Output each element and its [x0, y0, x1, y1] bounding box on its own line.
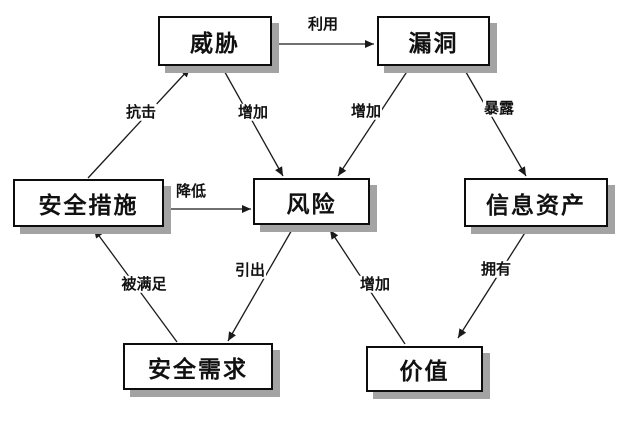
- edge-label-exploit: 利用: [306, 14, 340, 33]
- edge-assets-own-value: [457, 227, 529, 339]
- edge-vulnerability-increases-risk: [337, 66, 411, 177]
- node-risk: 风险: [253, 178, 370, 225]
- edge-label-increase-vulnerability: 增加: [349, 101, 383, 120]
- node-threat: 威胁: [158, 16, 272, 66]
- edge-risk-leads-to-requirements: [227, 227, 294, 342]
- edge-measures-resist-threat: [87, 67, 191, 179]
- node-security-measures: 安全措施: [13, 179, 164, 227]
- edge-vulnerability-exposes-assets: [462, 66, 527, 177]
- edge-label-reduce: 降低: [174, 181, 208, 200]
- node-security-requirements: 安全需求: [123, 343, 273, 390]
- edge-label-expose: 暴露: [482, 98, 516, 117]
- edge-label-increase-threat: 增加: [236, 102, 270, 121]
- edge-threat-increases-risk: [221, 66, 284, 177]
- edge-label-lead-to: 引出: [233, 260, 267, 279]
- edge-label-own: 拥有: [479, 259, 513, 278]
- edge-label-increase-value: 增加: [358, 274, 392, 293]
- node-vulnerability: 漏洞: [377, 16, 490, 66]
- edge-label-satisfied: 被满足: [120, 274, 168, 293]
- node-value: 价值: [366, 346, 483, 392]
- node-information-assets: 信息资产: [464, 178, 608, 227]
- edge-label-resist: 抗击: [124, 102, 158, 121]
